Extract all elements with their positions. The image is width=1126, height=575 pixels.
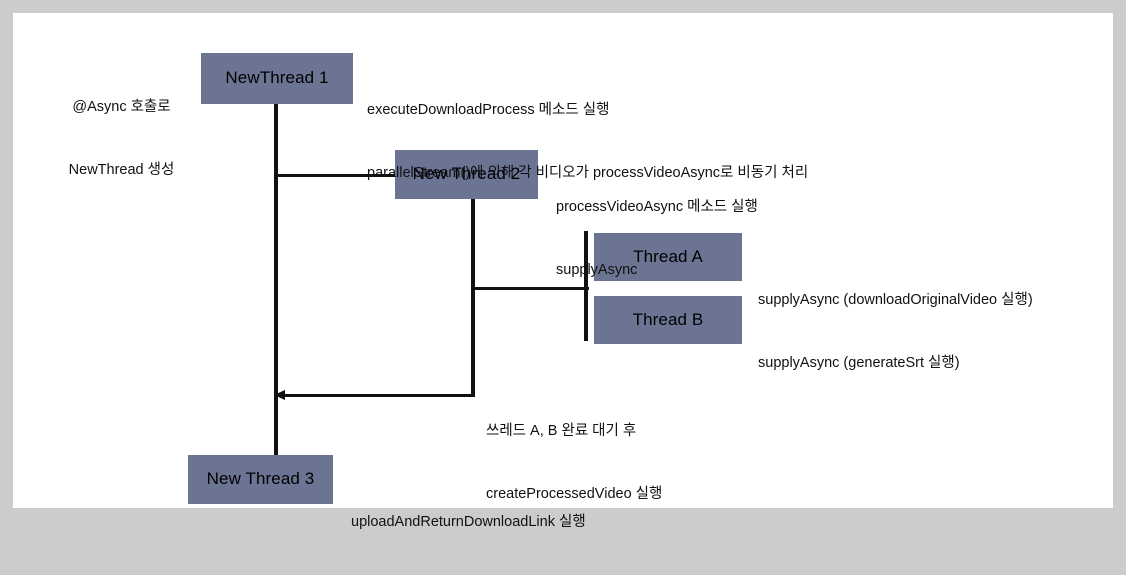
note-line: NewThread 생성 (68, 162, 175, 179)
note-line: supplyAsync (556, 262, 638, 279)
note-line: executeDownloadProcess 메소드 실행 (367, 102, 610, 119)
note-async-call: @Async 호출로 NewThread 생성 (49, 55, 194, 223)
diagram-canvas: NewThread 1 New Thread 2 Thread A Thread… (13, 13, 1113, 531)
note-line: supplyAsync (downloadOriginalVideo 실행) (758, 292, 1033, 309)
note-threada: supplyAsync (downloadOriginalVideo 실행) (758, 248, 1033, 353)
note-thread1: executeDownloadProcess 메소드 실행 parallelSt… (367, 58, 808, 226)
note-threadb: supplyAsync (generateSrt 실행) (758, 311, 960, 416)
thread-box-threadb[interactable]: Thread B (594, 296, 742, 344)
diagram-panel: NewThread 1 New Thread 2 Thread A Thread… (13, 13, 1113, 530)
note-join: 쓰레드 A, B 완료 대기 후 createProcessedVideo 실행 (486, 379, 662, 547)
thread-box-newthread1[interactable]: NewThread 1 (201, 53, 353, 104)
connector-thread2-down (471, 199, 475, 397)
join-arrow-icon (274, 390, 285, 400)
note-thread2: processVideoAsync 메소드 실행 supplyAsync (556, 155, 758, 323)
connector-join-line (276, 394, 473, 397)
note-line: createProcessedVideo 실행 (486, 486, 663, 503)
note-line: supplyAsync (generateSrt 실행) (758, 355, 960, 372)
connector-spine-to-thread2 (274, 174, 396, 177)
thread-box-threada[interactable]: Thread A (594, 233, 742, 281)
note-line: processVideoAsync 메소드 실행 (556, 199, 758, 216)
thread-box-label: Thread B (632, 309, 704, 329)
thread-box-label: NewThread 1 (225, 68, 329, 88)
thread-box-label: New Thread 3 (206, 469, 315, 489)
connector-thread1-spine (274, 104, 278, 456)
connector-to-thread-ab-bracket (471, 287, 589, 290)
note-line: 쓰레드 A, B 완료 대기 후 (486, 423, 637, 440)
note-line: @Async 호출로 (72, 99, 171, 116)
thread-box-label: New Thread 2 (412, 164, 521, 184)
note-line: uploadAndReturnDownloadLink 실행 (351, 514, 586, 531)
thread-box-label: Thread A (633, 246, 703, 266)
thread-box-newthread2[interactable]: New Thread 2 (395, 150, 538, 199)
bracket-thread-ab (584, 231, 588, 341)
note-thread3: uploadAndReturnDownloadLink 실행 (351, 470, 586, 575)
note-line: parallelStream()에 의해 각 비디오가 processVideo… (367, 165, 809, 182)
thread-box-newthread3[interactable]: New Thread 3 (188, 455, 333, 504)
